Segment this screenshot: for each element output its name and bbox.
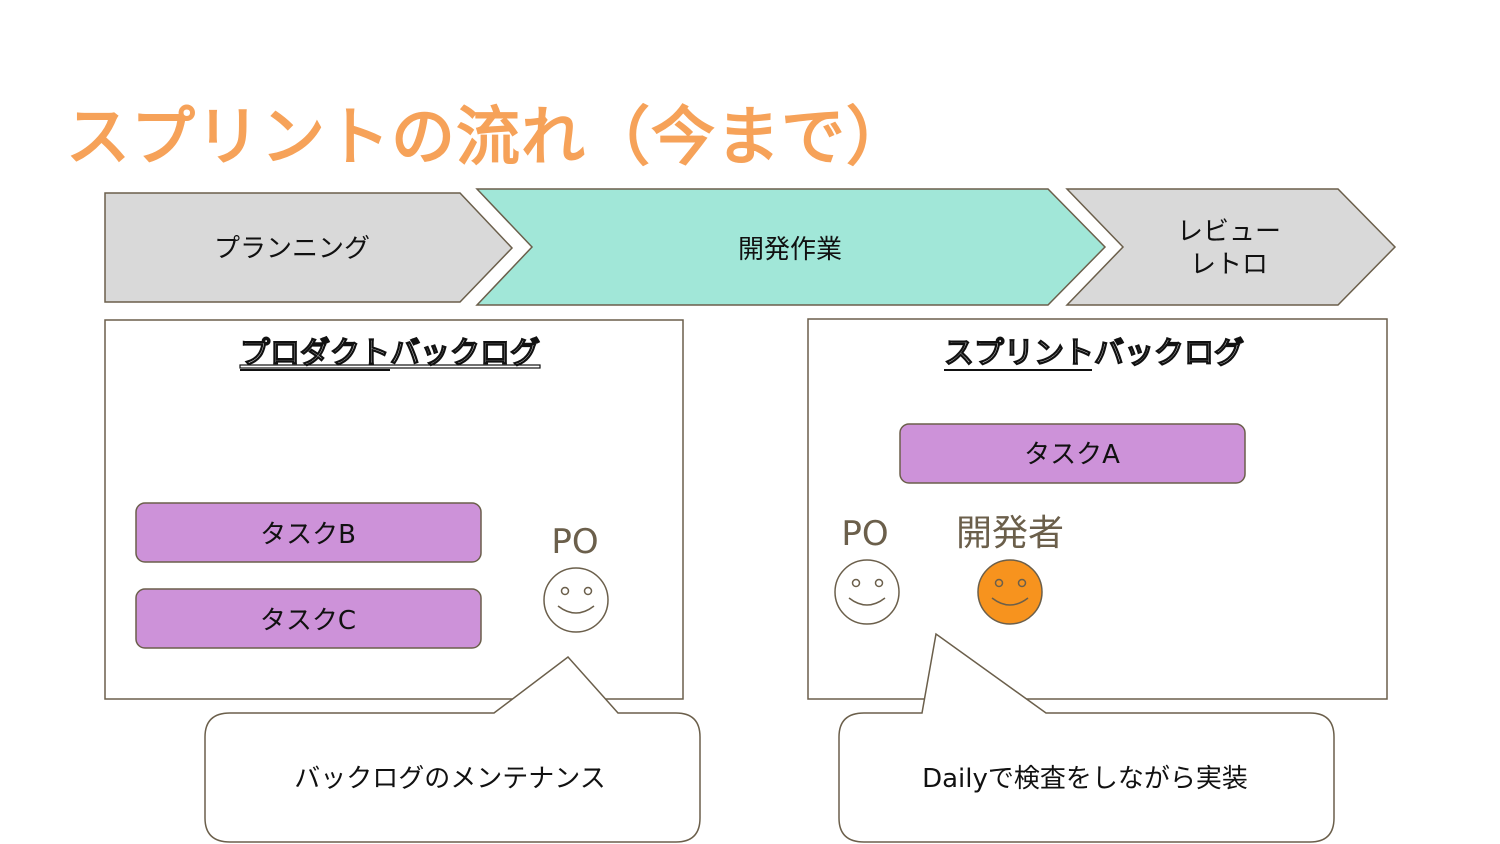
task-card-b-label: タスクB	[260, 520, 356, 550]
developer-smiley-icon	[977, 559, 1043, 625]
task-card-a[interactable]: タスクA	[899, 423, 1246, 484]
task-card-a-label: タスクA	[1024, 440, 1120, 470]
po-smiley-left-icon	[543, 567, 609, 633]
task-card-c-label: タスクC	[260, 606, 356, 636]
callout-daily-inspection-text: Dailyで検査をしながら実装	[922, 764, 1248, 794]
phase-review-label-line1: レビュー	[1177, 217, 1281, 247]
phase-review: レビュー レトロ	[1065, 188, 1397, 306]
po-label-right: PO	[841, 514, 888, 554]
po-label-left: PO	[551, 522, 598, 562]
task-card-b[interactable]: タスクB	[135, 502, 482, 563]
phase-planning-label: プランニング	[214, 234, 370, 264]
callout-backlog-maintenance: バックログのメンテナンス	[204, 655, 701, 843]
sprint-backlog-panel: スプリントバックログ タスクA PO 開発者	[807, 318, 1388, 700]
developer-label: 開発者	[956, 513, 1064, 554]
callout-backlog-maintenance-text: バックログのメンテナンス	[294, 764, 605, 794]
product-backlog-heading: プロダクトバックログ	[240, 336, 540, 371]
callout-daily-inspection: Dailyで検査をしながら実装	[838, 632, 1335, 843]
po-smiley-right-icon	[834, 559, 900, 625]
task-card-c[interactable]: タスクC	[135, 588, 482, 649]
phase-review-label-line2: レトロ	[1190, 250, 1268, 280]
sprint-backlog-heading: スプリントバックログ	[944, 336, 1244, 371]
phase-planning: プランニング	[104, 192, 514, 303]
product-backlog-panel: プロダクトバックログ タスクB タスクC PO	[104, 319, 684, 700]
phase-development: 開発作業	[475, 188, 1107, 306]
slide-title: スプリントの流れ（今まで）	[66, 101, 911, 175]
phase-development-label: 開発作業	[738, 235, 842, 265]
